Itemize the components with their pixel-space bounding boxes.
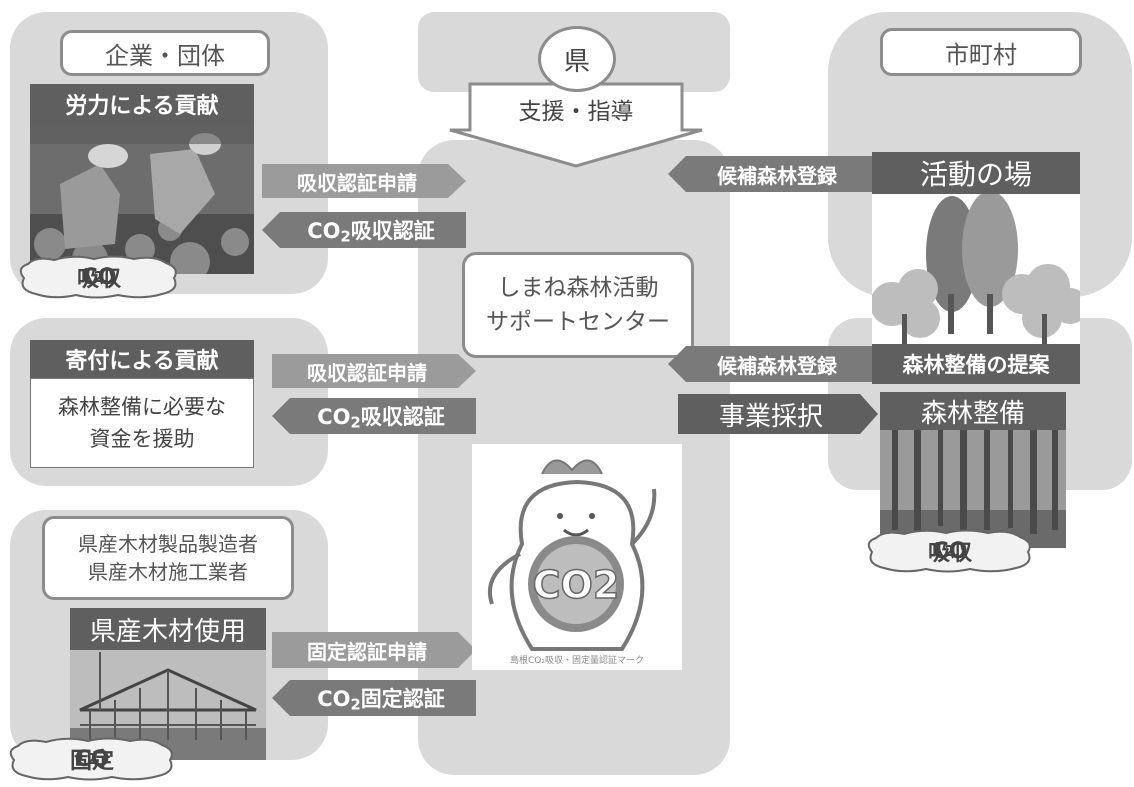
- donation-absorb-apply-arrow: 吸収認証申請: [272, 354, 476, 388]
- forest-proposal-text: 森林整備の提案: [902, 353, 1050, 377]
- cloud-sub-2: 2: [93, 268, 105, 286]
- forest-illustration: [872, 194, 1080, 344]
- municipality-header: 市町村: [880, 28, 1082, 76]
- fixed-cert-co-text: CO: [317, 686, 351, 711]
- donation-description-box: 森林整備に必要な 資金を援助: [30, 378, 254, 468]
- candidate-forest-text-2: 候補森林登録: [717, 353, 837, 378]
- prefecture-circle: 県: [538, 26, 616, 92]
- candidate-forest-text-1: 候補森林登録: [717, 163, 837, 188]
- fixed-cloud-sub-2: 2: [86, 750, 98, 768]
- donation-text-line2: 資金を援助: [89, 427, 195, 451]
- cert-sub-2: 2: [340, 228, 351, 246]
- fixed-cert-rest-text: 固定認証: [360, 686, 445, 711]
- municipality-header-text: 市町村: [945, 40, 1017, 69]
- forest-cloud-rest-text: 吸収: [927, 541, 972, 566]
- donation-text-line1: 森林整備に必要な: [58, 395, 226, 419]
- cert-rest-text: 吸収認証: [350, 218, 435, 243]
- forest-cloud-co-text: CO: [932, 538, 968, 564]
- donation-co2-absorb-cert-arrow: CO2吸収認証: [272, 398, 476, 434]
- mascot-co2-text: CO2: [533, 563, 620, 607]
- timber-use-label: 県産木材使用: [70, 608, 266, 650]
- fixed-cert-sub-2: 2: [350, 696, 361, 714]
- donation-absorb-apply-text: 吸収認証申請: [307, 360, 427, 385]
- cloud-rest-text: 吸収: [76, 267, 121, 292]
- support-arrow: 支援・指導: [448, 82, 704, 168]
- absorb-apply-text: 吸収認証申請: [297, 170, 417, 195]
- donation-cert-sub-2: 2: [350, 414, 361, 432]
- donation-co2-absorb-cert-text: CO2吸収認証: [317, 401, 445, 432]
- forest-maintenance-text: 森林整備: [920, 398, 1025, 429]
- forest-photo: [880, 430, 1066, 548]
- labor-contribution-label: 労力による貢献: [30, 84, 254, 124]
- support-text: 支援・指導: [518, 99, 634, 125]
- company-header: 企業・団体: [60, 30, 270, 76]
- timber-header: 県産木材製品製造者 県産木材施工業者: [42, 516, 294, 600]
- labor-contribution-text: 労力による貢献: [65, 94, 219, 119]
- prefecture-header-text: 県: [563, 46, 590, 77]
- fixed-cloud-rest-text: 固定: [69, 749, 114, 774]
- co2-mascot-logo: CO2 島根CO₂吸収・固定量認証マーク: [472, 444, 682, 670]
- forest-proposal-label: 森林整備の提案: [872, 344, 1080, 384]
- co2-fixed-cert-arrow: CO2固定認証: [272, 680, 476, 716]
- fixed-apply-text: 固定認証申請: [307, 639, 427, 664]
- cert-co-text: CO: [307, 218, 341, 243]
- co2-fixed-cert-text: CO2固定認証: [317, 683, 445, 714]
- donation-contribution-text: 寄付による貢献: [65, 349, 219, 374]
- project-adoption-arrow: 事業採択: [678, 394, 878, 434]
- support-center-line1: しまね森林活動: [497, 275, 659, 301]
- cloud-co-text: CO: [81, 264, 117, 290]
- project-adoption-text: 事業採択: [718, 401, 823, 432]
- timber-header-line2: 県産木材施工業者: [88, 560, 248, 584]
- labor-photo: [30, 124, 254, 274]
- activity-place-label: 活動の場: [872, 152, 1080, 194]
- mascot-caption: 島根CO₂吸収・固定量認証マーク: [510, 656, 644, 666]
- company-header-text: 企業・団体: [105, 41, 225, 70]
- timber-use-text: 県産木材使用: [89, 616, 246, 647]
- co2-absorb-cert-arrow: CO2吸収認証: [262, 212, 466, 248]
- activity-place-text: 活動の場: [919, 158, 1032, 191]
- candidate-forest-arrow-1: 候補森林登録: [668, 156, 872, 192]
- forest-maintenance-label: 森林整備: [880, 392, 1066, 430]
- support-center-box: しまね森林活動 サポートセンター: [462, 252, 694, 358]
- support-center-line2: サポートセンター: [486, 309, 670, 335]
- forest-cloud-sub-2: 2: [944, 542, 956, 560]
- candidate-forest-arrow-2: 候補森林登録: [668, 346, 872, 382]
- donation-cert-co-text: CO: [317, 404, 351, 429]
- fixed-cloud-co-text: CO: [74, 746, 110, 772]
- donation-cert-rest-text: 吸収認証: [360, 404, 445, 429]
- absorb-apply-arrow: 吸収認証申請: [262, 164, 466, 198]
- fixed-apply-arrow: 固定認証申請: [272, 632, 476, 668]
- donation-contribution-label: 寄付による貢献: [30, 340, 254, 378]
- co2-absorb-cert-text: CO2吸収認証: [307, 215, 435, 246]
- timber-header-line1: 県産木材製品製造者: [78, 532, 258, 556]
